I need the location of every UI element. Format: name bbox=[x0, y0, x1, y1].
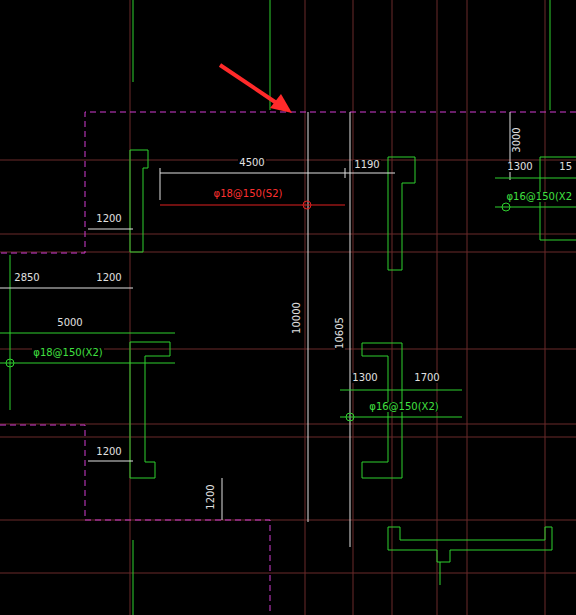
dimension-text: 10000 bbox=[292, 301, 302, 335]
dimension-text: 4500 bbox=[238, 158, 265, 168]
dimension-text: 1200 bbox=[95, 447, 122, 457]
rebar-x2 bbox=[0, 178, 576, 421]
dimension-text: 1700 bbox=[413, 373, 440, 383]
dimension-text: 5000 bbox=[56, 318, 83, 328]
rebar-label: φ16@150(X2 bbox=[505, 192, 573, 202]
pointer-arrow bbox=[220, 65, 292, 113]
dimension-text: 3000 bbox=[512, 126, 522, 153]
dimension-text: 15 bbox=[558, 162, 573, 172]
dimension-text: 1200 bbox=[206, 483, 216, 510]
dimension-text: 1200 bbox=[95, 214, 122, 224]
dimension-text: 1300 bbox=[506, 162, 533, 172]
rebar-s2 bbox=[160, 201, 345, 209]
dimension-lines bbox=[0, 112, 510, 547]
dimension-text: 1300 bbox=[351, 373, 378, 383]
wall-outlines bbox=[10, 0, 576, 615]
rebar-label: φ16@150(X2) bbox=[368, 402, 439, 412]
rebar-label: φ18@150(S2) bbox=[213, 189, 284, 199]
dimension-text: 1190 bbox=[353, 160, 380, 170]
rebar-label: φ18@150(X2) bbox=[32, 348, 103, 358]
dimension-text: 2850 bbox=[13, 273, 40, 283]
dimension-text: 10605 bbox=[335, 316, 345, 350]
dimension-text: 1200 bbox=[95, 273, 122, 283]
slab-boundary bbox=[0, 112, 576, 615]
